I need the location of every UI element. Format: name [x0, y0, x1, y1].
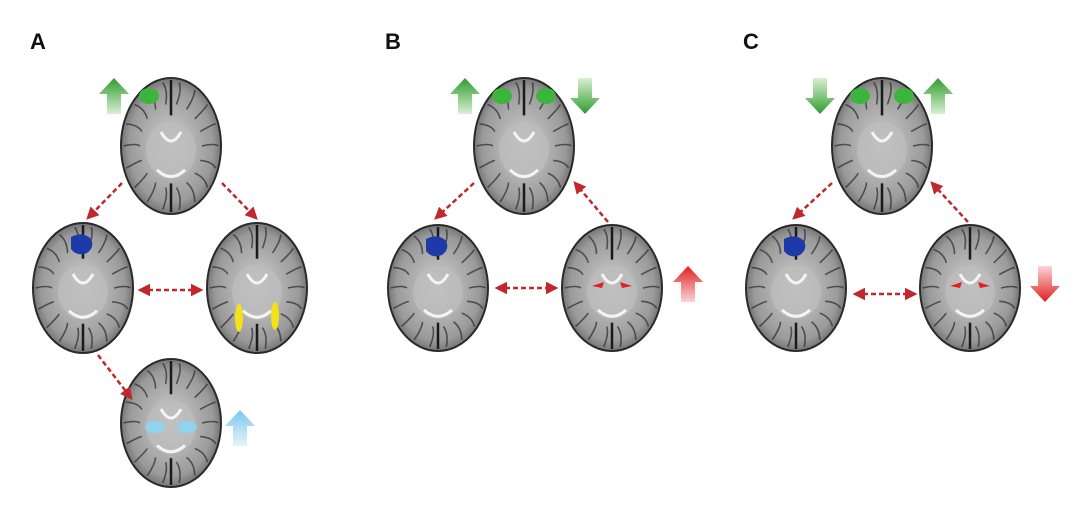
decrease-arrow-icon-b-top: [570, 78, 600, 114]
region-parietal-a-right: [235, 302, 279, 332]
region-prefrontal-c-top: [850, 88, 914, 104]
increase-arrow-icon-b-right: [673, 266, 703, 302]
decrease-arrow-icon-c-right: [1030, 266, 1060, 302]
conn-a-left-bottom: [97, 354, 133, 400]
panel-label-c: C: [743, 29, 759, 54]
conn-c-right-top: [930, 181, 969, 223]
region-amygdala-b-right: [592, 282, 632, 288]
panel-label-b: B: [385, 29, 401, 54]
region-prefrontal-b-top: [492, 88, 556, 104]
brain-slice-a-top: [120, 77, 222, 215]
brain-slice-b-left: [387, 224, 489, 352]
region-cingulate-a-left: [71, 234, 93, 255]
brain-slice-c-left: [745, 224, 847, 352]
region-cingulate-b-left: [426, 236, 448, 257]
conn-b-top-left: [434, 182, 475, 220]
brain-slice-a-bottom: [120, 358, 222, 488]
brain-slice-a-right: [206, 222, 308, 354]
region-hippocampus-a-bottom: [145, 421, 197, 433]
panel-label-a: A: [30, 29, 46, 54]
brain-slice-c-right: [919, 224, 1021, 352]
region-prefrontal-a-top: [139, 88, 159, 104]
brain-slice-c-top: [831, 77, 933, 215]
conn-a-top-left: [86, 182, 123, 220]
conn-b-right-top: [573, 181, 609, 223]
region-amygdala-c-right: [950, 282, 990, 288]
increase-arrow-icon-c-top: [923, 78, 953, 114]
decrease-arrow-icon-c-top: [805, 78, 835, 114]
brain-slice-a-left: [32, 222, 134, 354]
brain-slice-b-right: [561, 224, 663, 352]
region-cingulate-c-left: [784, 236, 806, 257]
increase-arrow-icon-a-top: [99, 78, 129, 114]
conn-c-top-left: [792, 182, 833, 220]
increase-arrow-icon-a-bottom: [225, 410, 255, 446]
conn-a-top-right: [221, 182, 258, 220]
brain-slice-b-top: [473, 77, 575, 215]
increase-arrow-icon-b-top: [450, 78, 480, 114]
